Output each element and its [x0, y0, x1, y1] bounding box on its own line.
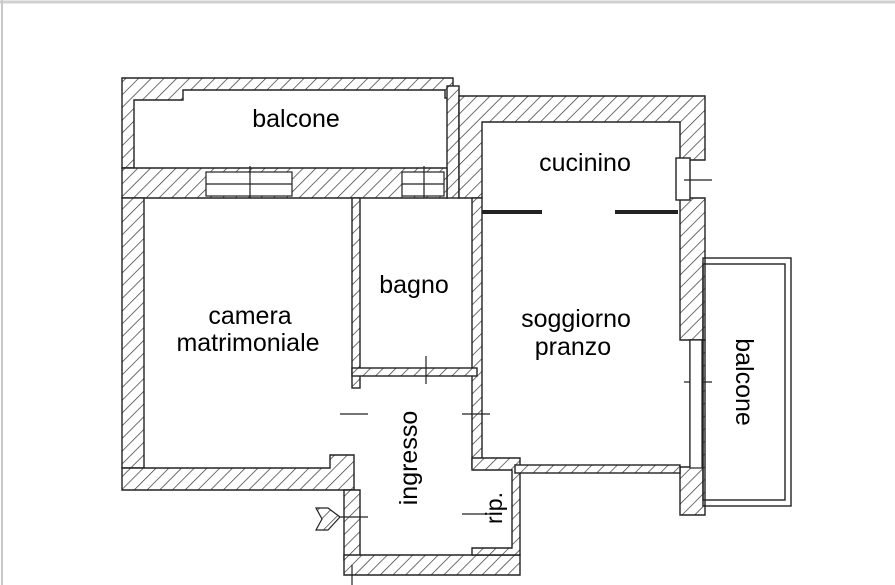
- windows: [205, 166, 712, 469]
- room-label-storage: rip.: [481, 492, 507, 524]
- room-label-bedroom-line1: camera: [208, 302, 291, 330]
- room-label-entrance: ingresso: [395, 411, 423, 506]
- room-label-balcony-right: balcone: [730, 338, 758, 426]
- room-label-kitchenette: cucinino: [539, 149, 631, 177]
- room-label-bedroom-line2: matrimoniale: [176, 329, 319, 357]
- balcony-right: [702, 257, 792, 507]
- entrance-arrow-icon: [314, 507, 341, 531]
- door-marks: [340, 356, 490, 585]
- room-label-living-line2: pranzo: [535, 333, 611, 361]
- room-label-living-line1: soggiorno: [521, 305, 631, 333]
- room-label-balcony-top: balcone: [252, 105, 340, 133]
- room-label-bathroom: bagno: [379, 271, 449, 299]
